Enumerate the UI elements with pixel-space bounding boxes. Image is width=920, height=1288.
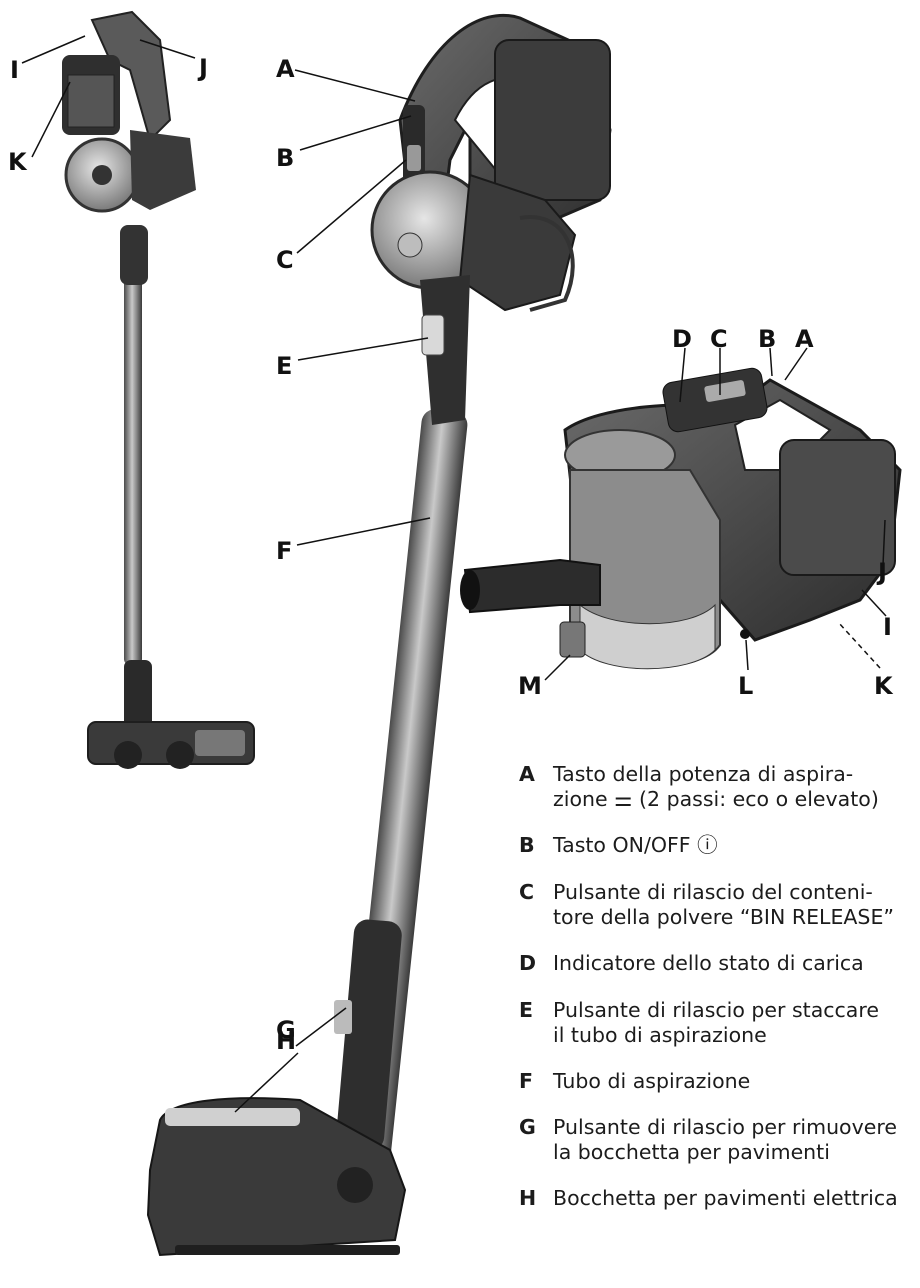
legend-letter: E — [519, 998, 534, 1022]
callout-k-detail: K — [874, 672, 893, 700]
callout-a-main: A — [276, 55, 295, 83]
legend-text: Indicatore dello stato di carica — [553, 951, 864, 975]
small-battery-vent — [67, 74, 115, 128]
main-battery — [494, 39, 611, 201]
legend-item-b: B Tasto ON/OFF ⓘ — [519, 833, 919, 858]
legend-item-e: E Pulsante di rilascio per staccare il t… — [519, 998, 919, 1048]
callout-d-detail: D — [672, 325, 692, 353]
small-vacuum-view — [62, 10, 255, 769]
callout-j-detail: J — [878, 558, 887, 586]
detail-battery — [779, 439, 896, 576]
callout-h-main: H — [276, 1027, 297, 1055]
small-motor — [130, 130, 196, 210]
legend-item-f: F Tubo di aspirazione — [519, 1069, 919, 1094]
callout-i-small: I — [10, 56, 19, 84]
legend-letter: F — [519, 1069, 534, 1093]
callout-f-main: F — [276, 537, 293, 565]
callout-a-detail: A — [795, 325, 814, 353]
legend-text: Bocchetta per pavimenti elettrica — [553, 1186, 898, 1210]
detail-nozzle — [463, 558, 601, 614]
small-tube-joint — [120, 225, 148, 285]
legend-text: Tubo di aspirazione — [553, 1069, 751, 1093]
callout-e-main: E — [276, 352, 293, 380]
legend-text: Tasto della potenza di aspira- zione ⚌ (… — [553, 762, 879, 811]
main-release-button — [421, 314, 445, 356]
legend-item-h: H Bocchetta per pavimenti elettrica — [519, 1186, 919, 1211]
legend-item-g: G Pulsante di rilascio per rimuovere la … — [519, 1115, 919, 1165]
callout-m-detail: M — [518, 672, 542, 700]
handheld-detail-view — [460, 367, 902, 670]
callout-g-main: G — [276, 1016, 296, 1044]
callout-c-detail: C — [710, 325, 728, 353]
legend-item-c: C Pulsante di rilascio del conteni- tore… — [519, 880, 919, 930]
main-lower-joint — [336, 919, 402, 1151]
legend-item-a: A Tasto della potenza di aspira- zione ⚌… — [519, 762, 919, 812]
callout-l-detail: L — [738, 672, 754, 700]
callout-k-small: K — [8, 148, 27, 176]
legend-text: Pulsante di rilascio per rimuovere la bo… — [553, 1115, 897, 1164]
main-motor-guard — [519, 215, 575, 312]
legend-letter: G — [519, 1115, 536, 1139]
callout-i-detail: I — [883, 613, 892, 641]
callout-c-main: C — [276, 246, 294, 274]
legend-letter: A — [519, 762, 535, 786]
legend-letter: H — [519, 1186, 537, 1210]
legend-text: Pulsante di rilascio del conteni- tore d… — [553, 880, 895, 929]
legend-text: Pulsante di rilascio per staccare il tub… — [553, 998, 879, 1047]
legend-item-d: D Indicatore dello stato di carica — [519, 951, 919, 976]
small-tube — [124, 260, 142, 665]
main-vacuum-view — [146, 13, 612, 1257]
main-neck — [420, 275, 470, 425]
callout-j-small: J — [199, 54, 208, 82]
callout-b-detail: B — [758, 325, 777, 353]
legend-letter: B — [519, 833, 535, 857]
legend-letter: C — [519, 880, 535, 904]
small-lower-joint — [124, 660, 152, 730]
callout-b-main: B — [276, 144, 295, 172]
legend-letter: D — [519, 951, 537, 975]
legend-text: Tasto ON/OFF ⓘ — [553, 833, 718, 857]
